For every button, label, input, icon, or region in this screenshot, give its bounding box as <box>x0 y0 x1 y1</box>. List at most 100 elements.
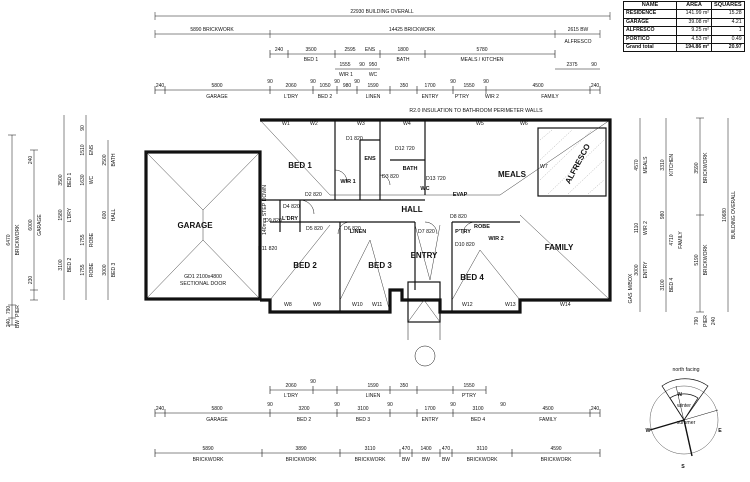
dim-b3-label-4: BW <box>422 457 430 463</box>
compass-w: W <box>646 428 651 434</box>
room-bed2: BED 2 <box>293 261 317 270</box>
dim-t3-0: 240 <box>156 83 165 89</box>
window-code: W8 <box>284 302 292 308</box>
dim-b1-4: 1550 <box>463 383 474 389</box>
note-garage-door: GD1 2100x4800 <box>184 274 222 280</box>
door-code: D10 820 <box>455 242 475 248</box>
dim-t2-1: 90 <box>359 62 365 68</box>
dim-t3-6: 90 <box>334 79 340 85</box>
dim-t3-label-garage: GARAGE <box>206 94 228 100</box>
room-bed3: BED 3 <box>368 261 392 270</box>
room-hall: HALL <box>401 205 422 214</box>
room-meals: MEALS <box>498 170 527 179</box>
door-code: D5 820 <box>306 226 323 232</box>
dim-b2-label-garage: GARAGE <box>206 417 228 423</box>
dim-ri-10: ENTRY <box>643 261 649 279</box>
door-code: D3 820 <box>382 174 399 180</box>
dim-t3-label-bed2: BED 2 <box>318 94 333 100</box>
room-robe: ROBE <box>474 224 490 230</box>
window-code: W5 <box>476 121 484 127</box>
dim-ri-7: 3100 <box>660 279 666 290</box>
dim-la-0: 3500 <box>58 174 64 185</box>
dim-b3-label-7: BRICKWORK <box>541 457 573 463</box>
dim-r-4: 10680 <box>722 208 728 222</box>
dim-b3-4: 1400 <box>420 446 431 452</box>
door-code: D12 720 <box>395 146 415 152</box>
dim-t3-3: 2060 <box>285 83 296 89</box>
note-insulation: R2.0 INSULATION TO BATHROOM PERIMETER WA… <box>409 108 543 114</box>
top-dimensions: 22930 BUILDING OVERALL 5890 BRICKWORK 14… <box>154 9 611 100</box>
room-labels: BED 1 BED 2 BED 3 BED 4 GARAGE HALL MEAL… <box>177 142 592 282</box>
dim-lm-1: GARAGE <box>37 214 43 236</box>
dim-lm-0: 6000 <box>28 219 34 230</box>
dim-l-3: PIER <box>15 305 21 317</box>
dim-brick-mid: 14425 BRICKWORK <box>389 27 436 33</box>
dim-l-5: BW <box>15 320 21 328</box>
total-area: 194.86 m² <box>676 42 712 53</box>
dim-b3-1: 3890 <box>295 446 306 452</box>
compass-winter: winter <box>677 403 691 409</box>
dim-b1-label-linen: LINEN <box>366 393 381 399</box>
dim-b2-label-entry: ENTRY <box>422 417 440 423</box>
dim-t3-8: 90 <box>354 79 360 85</box>
compass-e: E <box>718 428 722 434</box>
plan-notes: R2.0 INSULATION TO BATHROOM PERIMETER WA… <box>180 108 634 308</box>
dim-ri-2: 4570 <box>634 159 640 170</box>
dim-b2-11: 4500 <box>542 406 553 412</box>
dim-la-4: 90 <box>80 125 86 131</box>
dim-b2-10: 90 <box>500 402 506 408</box>
dim-l-2: 790 <box>6 306 12 315</box>
dim-t1-1: 3500 <box>305 47 316 53</box>
dim-lb-2: WC <box>89 175 95 184</box>
dim-b3-3: 470 <box>402 446 411 452</box>
dim-b2-label-bed3: BED 3 <box>356 417 371 423</box>
dim-t3-12: 90 <box>450 79 456 85</box>
room-bed1: BED 1 <box>288 161 312 170</box>
dim-ri-4: 980 <box>660 211 666 220</box>
dim-lc-5: HALL <box>111 209 117 222</box>
dim-lc-3: ROBE <box>89 232 95 247</box>
dim-lb-1: 2500 <box>102 154 108 165</box>
dim-b2-12: 240 <box>591 406 600 412</box>
compass-rose: north facing N S E W winter summer <box>646 367 723 470</box>
window-code: W11 <box>372 302 382 308</box>
dim-t2-label-wc: WC <box>369 72 378 78</box>
door-code: D6 820 <box>344 226 361 232</box>
dim-t1-3: ENS <box>365 47 376 53</box>
dim-ld-1: BED 2 <box>67 258 73 273</box>
room-ptry: P'TRY <box>455 229 471 235</box>
dim-b1-2: 1590 <box>367 383 378 389</box>
room-wir1: WIR 1 <box>340 179 355 185</box>
dim-lc-0: 1580 <box>58 209 64 220</box>
dim-t1-label-meals: MEALS / KITCHEN <box>460 57 503 63</box>
window-code: W2 <box>310 121 318 127</box>
dim-t2b-0: 2375 <box>566 62 577 68</box>
door-swings <box>299 169 476 367</box>
dim-brick-left: 5890 BRICKWORK <box>190 27 234 33</box>
dim-lm-3: 240 <box>28 156 34 165</box>
door-code: D7 820 <box>418 229 435 235</box>
bottom-dimensions: 2060 90 1590 350 1550 L'DRY LINEN P'TRY … <box>154 379 601 463</box>
dim-t2b-1: 90 <box>591 62 597 68</box>
dim-t3-9: 1590 <box>367 83 378 89</box>
compass-n: N <box>678 392 682 398</box>
dim-ri-12: WIR 2 <box>643 221 649 235</box>
dim-t3-5: 1050 <box>319 83 330 89</box>
dim-b2-4: 90 <box>334 402 340 408</box>
dim-r-2: 5190 <box>694 254 700 265</box>
dim-b3-0: 5890 <box>202 446 213 452</box>
dim-b3-label-2: BRICKWORK <box>355 457 387 463</box>
dim-t3-15: 4500 <box>532 83 543 89</box>
dim-r-0: 3590 <box>694 162 700 173</box>
dim-t3-10: 350 <box>400 83 409 89</box>
roof-hip-lines <box>145 119 611 323</box>
compass-summer: summer <box>677 420 696 426</box>
window-code: W13 <box>505 302 516 308</box>
window-code: W6 <box>520 121 528 127</box>
dim-t1-0: 240 <box>275 47 284 53</box>
dim-b2-1: 5800 <box>211 406 222 412</box>
dim-ld-3: ROBE <box>89 262 95 277</box>
dim-ri-0: 3310 <box>660 159 666 170</box>
dim-t3-7: 980 <box>343 83 352 89</box>
